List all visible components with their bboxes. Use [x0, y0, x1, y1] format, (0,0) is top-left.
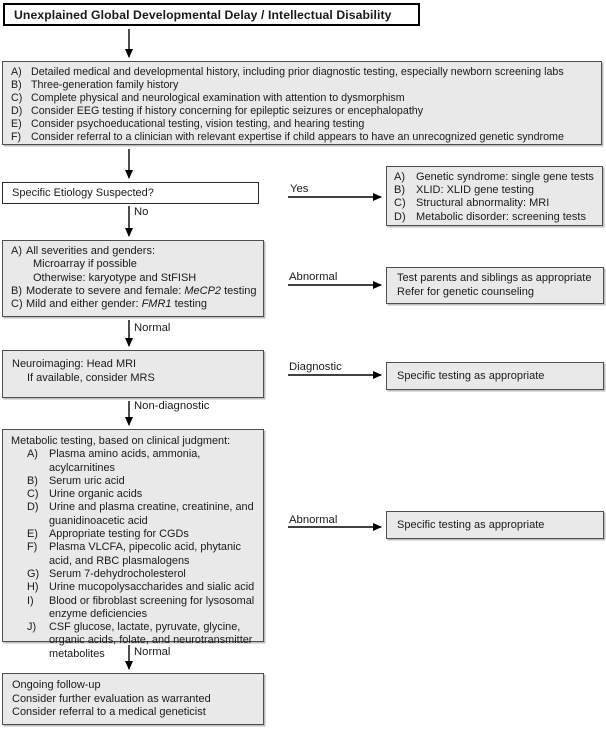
list-item: C)Complete physical and neurological exa…: [11, 92, 405, 105]
arrow-label-abnormal-1: Abnormal: [289, 271, 338, 283]
list-item: B)Serum uric acid: [27, 474, 125, 487]
followup-box: Ongoing follow-up Consider further evalu…: [2, 673, 264, 725]
list-item: A)Detailed medical and developmental his…: [11, 66, 564, 78]
etiology-question-box: Specific Etiology Suspected?: [2, 182, 259, 204]
arrow-label-no: No: [134, 206, 149, 218]
list-item: D)Urine and plasma creatine, creatinine,…: [27, 501, 254, 527]
list-item: A)Plasma amino acids, ammonia, acylcarni…: [27, 448, 201, 474]
etiology-question: Specific Etiology Suspected?: [12, 187, 154, 199]
arrow-label-yes: Yes: [290, 183, 309, 195]
list-item: D)Metabolic disorder: screening tests: [394, 210, 586, 223]
arrow-label-normal-2: Normal: [134, 646, 171, 658]
specific-testing-abnormal-box: Specific testing as appropriate: [386, 511, 604, 539]
list-item: C)Urine organic acids: [27, 488, 143, 501]
specific-testing-diagnostic-box: Specific testing as appropriate: [386, 362, 604, 390]
list-item: G)Serum 7-dehydrocholesterol: [27, 567, 186, 580]
list-item: E)Appropriate testing for CGDs: [27, 528, 189, 541]
genetic-testing-box: A)All severities and genders: Microarray…: [2, 240, 264, 317]
arrow-label-non-diagnostic: Non-diagnostic: [134, 400, 210, 412]
list-item: A)Genetic syndrome: single gene tests: [394, 171, 594, 183]
list-item: C)Mild and either gender: FMR1 testing: [11, 298, 207, 311]
list-item: J)CSF glucose, lactate, pyruvate, glycin…: [27, 621, 253, 660]
list-item: B)Three-generation family history: [11, 79, 179, 92]
list-subitem: Otherwise: karyotype and StFISH: [33, 271, 197, 284]
page-title: Unexplained Global Developmental Delay /…: [14, 7, 392, 22]
list-item: I)Blood or fibroblast screening for lyso…: [27, 594, 255, 620]
list-item: F)Plasma VLCFA, pipecolic acid, phytanic…: [27, 541, 241, 567]
metabolic-testing-box: Metabolic testing, based on clinical jud…: [2, 429, 264, 660]
list-item: A)All severities and genders:: [11, 245, 156, 257]
parents-siblings-box: Test parents and siblings as appropriate…: [386, 267, 604, 304]
list-item: F)Consider referral to a clinician with …: [11, 131, 564, 144]
list-item: E)Consider psychoeducational testing, vi…: [11, 118, 365, 131]
list-item: B)XLID: XLID gene testing: [394, 184, 535, 197]
metabolic-header: Metabolic testing, based on clinical jud…: [11, 435, 231, 447]
gene-name: MeCP2: [184, 284, 222, 297]
list-item: D)Consider EEG testing if history concer…: [11, 105, 424, 118]
list-subitem: Microarray if possible: [33, 258, 137, 271]
neuroimaging-box: Neuroimaging: Head MRI If available, con…: [2, 350, 264, 398]
arrow-label-abnormal-2: Abnormal: [289, 514, 338, 526]
arrow-label-diagnostic: Diagnostic: [289, 361, 342, 373]
arrow-label-normal-1: Normal: [134, 322, 171, 334]
title-box: Unexplained Global Developmental Delay /…: [3, 3, 420, 26]
list-item: H)Urine mucopolysaccharides and sialic a…: [27, 581, 255, 594]
list-item: B)Moderate to severe and female: MeCP2 t…: [11, 284, 257, 297]
initial-evaluation-box: A)Detailed medical and developmental his…: [2, 61, 602, 145]
suspected-etiology-tests-box: A)Genetic syndrome: single gene tests B)…: [386, 166, 603, 226]
gene-name: FMR1: [141, 298, 172, 311]
list-item: C)Structural abnormality: MRI: [394, 197, 550, 210]
